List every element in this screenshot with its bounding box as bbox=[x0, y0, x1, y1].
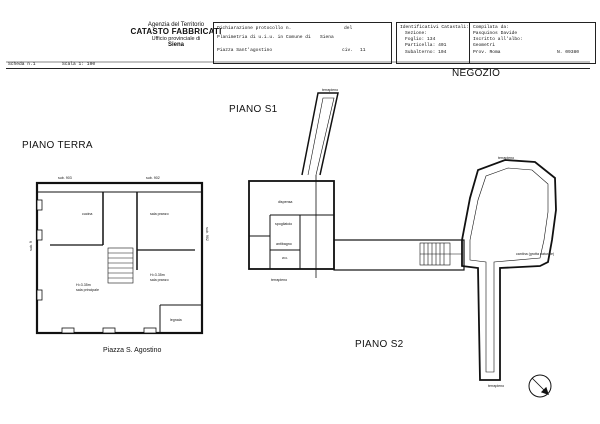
indirizzo-value: Piazza Sant'agostino bbox=[217, 48, 273, 53]
civ-label: civ. bbox=[342, 48, 354, 53]
terrapieno-top: terrapieno bbox=[322, 88, 339, 92]
s1-corridor bbox=[301, 92, 339, 176]
s2-cave-inner bbox=[469, 167, 549, 373]
compilatore-value: Pasquinos Davide bbox=[473, 31, 518, 36]
cantina-label: cantina (grotta naturale) bbox=[516, 252, 555, 256]
civ-value: 11 bbox=[360, 48, 366, 53]
s1-corridor-inner bbox=[307, 97, 335, 176]
ufficio-city: Siena bbox=[167, 42, 184, 49]
pt-openings bbox=[36, 199, 157, 334]
compilata-label: Compilata da: bbox=[473, 25, 509, 30]
scala-label: Scala 1: 100 bbox=[62, 62, 96, 67]
ufficio-label: Ufficio provinciale di bbox=[151, 35, 201, 42]
wc-label: w.c. bbox=[282, 256, 289, 260]
scheda-label: Scheda n.1 bbox=[8, 62, 36, 67]
sala-principale-label: sala principale bbox=[76, 288, 99, 292]
sala-pranzo2-label: sala pranzo bbox=[150, 278, 169, 282]
terrapieno-s2-top: terrapieno bbox=[498, 156, 515, 160]
sezione-label: Sezione: bbox=[405, 31, 428, 36]
header: Agenzia del Territorio CATASTO FABBRICAT… bbox=[6, 14, 596, 66]
s2-cave-outer bbox=[461, 159, 557, 381]
negozio-label: NEGOZIO bbox=[452, 68, 501, 79]
h1-label: H=3.35m bbox=[76, 283, 91, 287]
piano-terra-plan bbox=[35, 181, 204, 335]
piano-terra-label: PIANO TERRA bbox=[22, 140, 93, 151]
north-arrow bbox=[528, 374, 552, 398]
sub9-label: sub. 9 bbox=[28, 241, 33, 251]
declaration-box: Dichiarazione protocollo n. del Planimet… bbox=[213, 22, 392, 64]
sala-pranzo-label: sala pranzo bbox=[150, 212, 169, 216]
sub903-label: sub. 903 bbox=[58, 176, 72, 180]
dichiarazione-value: del bbox=[344, 26, 353, 31]
iscritto-label: Iscritto all'albo: bbox=[473, 37, 523, 42]
pt-stair bbox=[107, 247, 134, 284]
planimetria-label: Planimetria di u.i.u. in Comune di bbox=[217, 35, 311, 40]
subalterno-value: Subalterno: 104 bbox=[405, 50, 447, 55]
albo-value: Geometri bbox=[473, 43, 496, 48]
box-divider bbox=[469, 23, 470, 63]
piano-s2-label: PIANO S2 bbox=[355, 339, 404, 350]
dispensa-label: dispensa bbox=[278, 200, 293, 204]
dichiarazione-label: Dichiarazione protocollo n. bbox=[217, 26, 292, 31]
legnaia-label: legnaia bbox=[170, 318, 182, 322]
sub902-side-label: sub. 902 bbox=[204, 227, 209, 241]
scheda-row: Scheda n.1 Scala 1: 100 bbox=[6, 62, 206, 68]
sub902-label: sub. 902 bbox=[146, 176, 160, 180]
terrapieno-s1: terrapieno bbox=[271, 278, 288, 282]
pt-outer-wall bbox=[35, 181, 204, 335]
comune-value: Siena bbox=[320, 35, 334, 40]
terrapieno-s2-bottom: terrapieno bbox=[488, 384, 505, 388]
foglio-value: Foglio: 134 bbox=[405, 37, 436, 42]
num-value: N. 09380 bbox=[557, 50, 580, 55]
spogliatoio-label: spogliatoio bbox=[275, 222, 293, 226]
cucina-label: cucina bbox=[82, 212, 93, 216]
piano-s1-label: PIANO S1 bbox=[229, 104, 278, 115]
h2-label: H=3.35m bbox=[150, 273, 165, 277]
piazza-label: Piazza S. Agostino bbox=[103, 347, 162, 354]
prov-value: Prov. Roma bbox=[473, 50, 501, 55]
drawing-frame bbox=[6, 68, 590, 407]
agency-name: Agenzia del Territorio bbox=[147, 22, 205, 28]
s1-passage bbox=[333, 239, 465, 271]
particella-value: Particella: 401 bbox=[405, 43, 447, 48]
s1-outer bbox=[248, 180, 335, 270]
piano-s2-plan bbox=[420, 159, 557, 381]
catasto-title: CATASTO FABBRICATI bbox=[130, 27, 222, 37]
agency-block: Agenzia del Territorio CATASTO FABBRICAT… bbox=[124, 22, 228, 49]
antibagno-label: antibagno bbox=[276, 242, 292, 246]
cadastral-box: Identificativi Catastali: Sezione: Fogli… bbox=[396, 22, 596, 64]
identificativi-label: Identificativi Catastali: bbox=[400, 25, 469, 30]
piano-s1-plan bbox=[248, 92, 465, 278]
